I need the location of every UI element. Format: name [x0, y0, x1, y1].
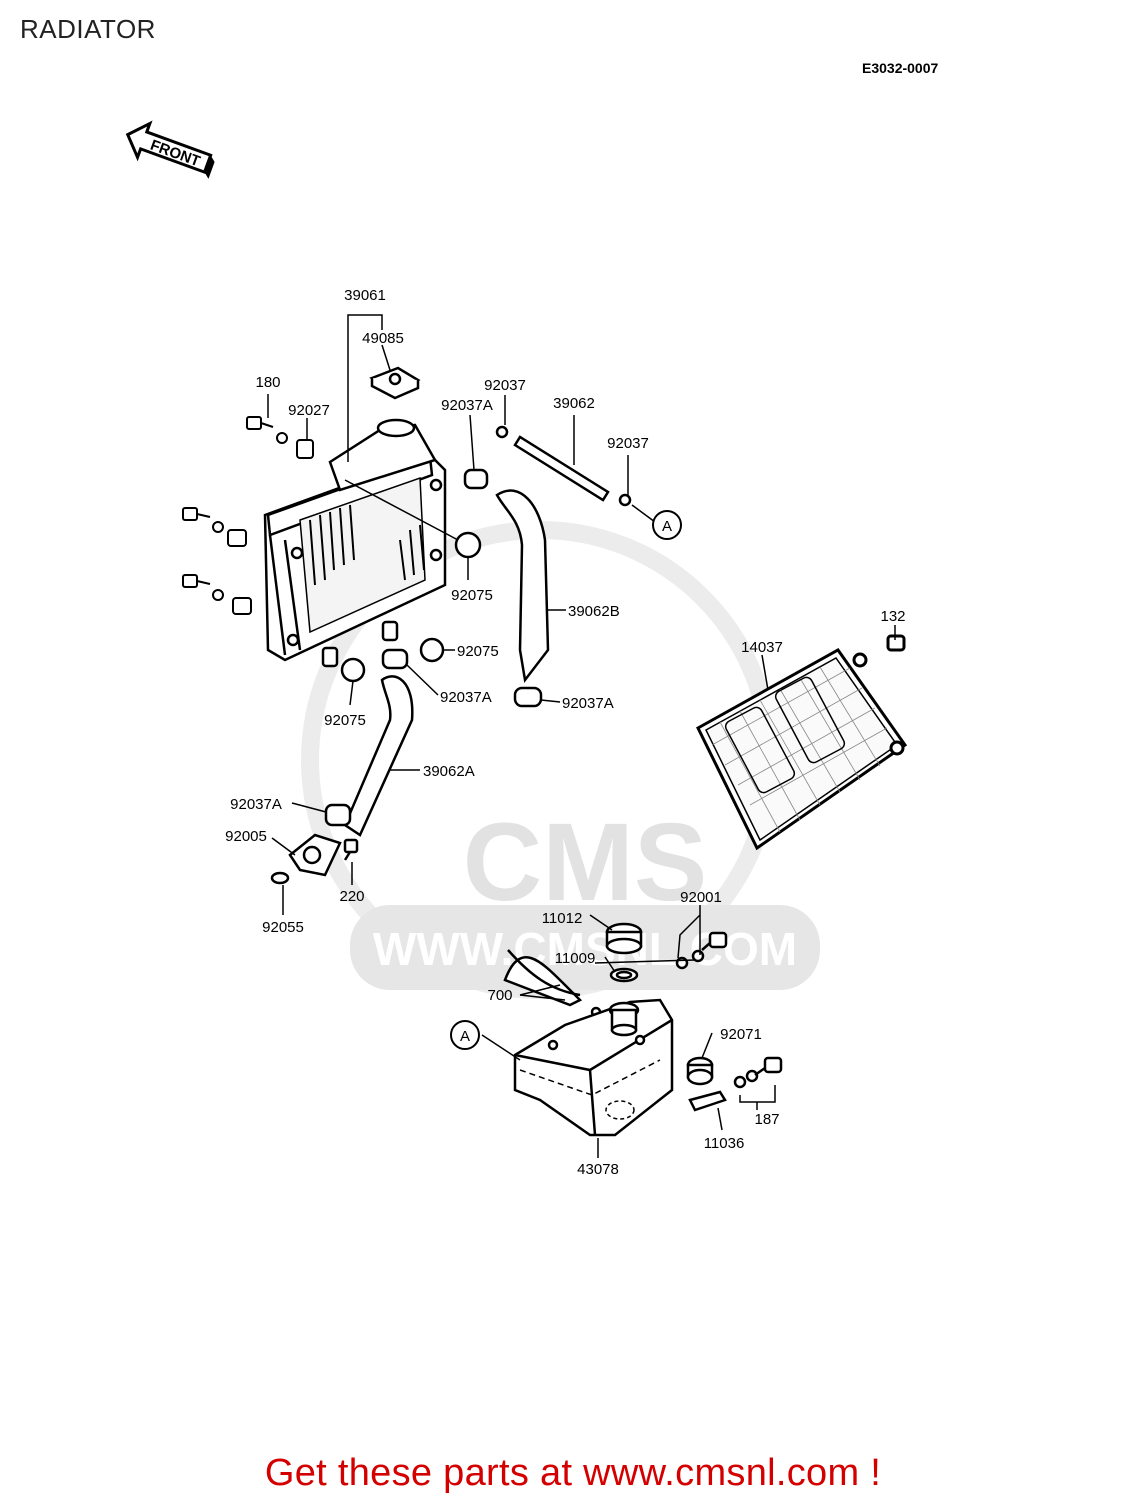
label-11012: 11012 [542, 910, 583, 927]
watermark-brand: CMS [463, 801, 707, 924]
reserve-tank [513, 998, 674, 1137]
reference-markers: A A [450, 510, 682, 1050]
label-92037a-mid: 92037A [440, 689, 492, 706]
diagram-code: E3032-0007 [862, 60, 939, 76]
label-11036: 11036 [704, 1135, 745, 1152]
label-39062: 39062 [553, 395, 595, 412]
label-92037a-right: 92037A [562, 695, 614, 712]
label-49085: 49085 [362, 330, 404, 347]
part-number-labels: 39061 49085 180 92027 92037 92037A 39062… [225, 287, 905, 1178]
label-92075-a: 92075 [451, 587, 493, 604]
tank-cap-icon [605, 922, 643, 983]
footer-cta-link[interactable]: Get these parts at www.cmsnl.com ! [264, 1452, 882, 1494]
label-220: 220 [339, 888, 364, 905]
ref-a-bottom: A [460, 1028, 470, 1045]
label-700: 700 [487, 987, 512, 1004]
front-arrow-icon: FRONT [125, 120, 215, 179]
label-92037a-top: 92037A [441, 397, 493, 414]
label-14037: 14037 [741, 639, 783, 656]
exploded-parts-diagram: CMS WWW.CMSNL.COM FRONT [125, 120, 908, 1178]
page-title: RADIATOR [20, 14, 156, 44]
label-132: 132 [880, 608, 905, 625]
label-180: 180 [255, 374, 280, 391]
leader-lines [267, 314, 896, 1158]
label-39061: 39061 [344, 287, 386, 304]
radiator-screen [696, 634, 908, 851]
label-92037a-low: 92037A [230, 796, 282, 813]
label-11009: 11009 [555, 950, 596, 967]
watermark-url: WWW.CMSNL.COM [373, 923, 797, 975]
label-92001: 92001 [680, 889, 722, 906]
thermostat-housing-icon [270, 833, 359, 885]
label-39062a: 39062A [423, 763, 475, 780]
label-43078: 43078 [577, 1161, 619, 1178]
label-187: 187 [754, 1111, 779, 1128]
label-92037-top: 92037 [484, 377, 526, 394]
label-39062b: 39062B [568, 603, 620, 620]
label-92071: 92071 [720, 1026, 762, 1043]
tank-bracket [675, 931, 783, 1112]
label-92037-right: 92037 [607, 435, 649, 452]
mount-bolts [182, 416, 314, 615]
ref-a-top: A [662, 518, 672, 535]
radiator-cap-icon [369, 366, 421, 400]
label-92075-c: 92075 [324, 712, 366, 729]
hoses [324, 425, 632, 1018]
label-92055: 92055 [262, 919, 304, 936]
label-92005: 92005 [225, 828, 267, 845]
label-92027: 92027 [288, 402, 330, 419]
radiator-core [263, 418, 447, 668]
label-92075-b: 92075 [457, 643, 499, 660]
